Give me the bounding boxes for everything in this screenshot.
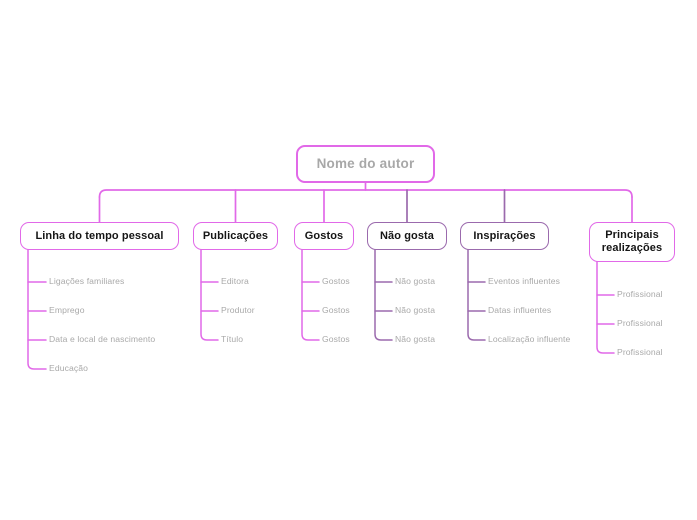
branch-node-label-line1: Principais xyxy=(605,229,659,242)
connector-line xyxy=(200,249,219,341)
root-node-label: Nome do autor xyxy=(316,156,415,172)
leaf-item[interactable]: Editora xyxy=(221,276,249,286)
connector-line xyxy=(27,249,47,370)
connector-line xyxy=(467,249,486,341)
leaf-item[interactable]: Gostos xyxy=(322,334,350,344)
leaf-item[interactable]: Profissional xyxy=(617,289,663,299)
leaf-item[interactable]: Gostos xyxy=(322,305,350,315)
leaf-item[interactable]: Datas influentes xyxy=(488,305,552,315)
branch-node-gostos[interactable]: Gostos xyxy=(294,222,354,250)
leaf-item[interactable]: Ligações familiares xyxy=(49,276,125,286)
branch-node-label: Inspirações xyxy=(473,229,536,242)
connector-line xyxy=(301,249,320,341)
leaf-item[interactable]: Eventos influentes xyxy=(488,276,561,286)
branch-node-label: Não gosta xyxy=(379,229,435,242)
leaf-item[interactable]: Não gosta xyxy=(395,305,436,315)
branch-node-label: Gostos xyxy=(304,229,344,242)
branch-node-label: Publicações xyxy=(202,229,269,242)
branch-node-publicacoes[interactable]: Publicações xyxy=(193,222,278,250)
branch-node-inspiracoes[interactable]: Inspirações xyxy=(460,222,549,250)
leaf-item[interactable]: Gostos xyxy=(322,276,350,286)
leaf-item[interactable]: Profissional xyxy=(617,347,663,357)
leaf-item[interactable]: Localização influente xyxy=(488,334,571,344)
leaf-item[interactable]: Não gosta xyxy=(395,276,436,286)
leaf-item[interactable]: Emprego xyxy=(49,305,85,315)
leaf-item[interactable]: Não gosta xyxy=(395,334,436,344)
branch-node-label-line2: realizações xyxy=(601,242,663,254)
branch-node-linha-do-tempo-pessoal[interactable]: Linha do tempo pessoal xyxy=(20,222,179,250)
leaf-item[interactable]: Profissional xyxy=(617,318,663,328)
connector-line xyxy=(374,249,393,341)
leaf-item[interactable]: Título xyxy=(221,334,244,344)
leaf-item[interactable]: Educação xyxy=(49,363,89,373)
leaf-item[interactable]: Produtor xyxy=(221,305,255,315)
connector-line xyxy=(98,189,633,198)
leaf-item[interactable]: Data e local de nascimento xyxy=(49,334,156,344)
branch-node-nao-gosta[interactable]: Não gosta xyxy=(367,222,447,250)
connector-line xyxy=(596,261,615,354)
root-node-nome-do-autor[interactable]: Nome do autor xyxy=(296,145,435,183)
branch-node-label: Linha do tempo pessoal xyxy=(35,229,164,242)
